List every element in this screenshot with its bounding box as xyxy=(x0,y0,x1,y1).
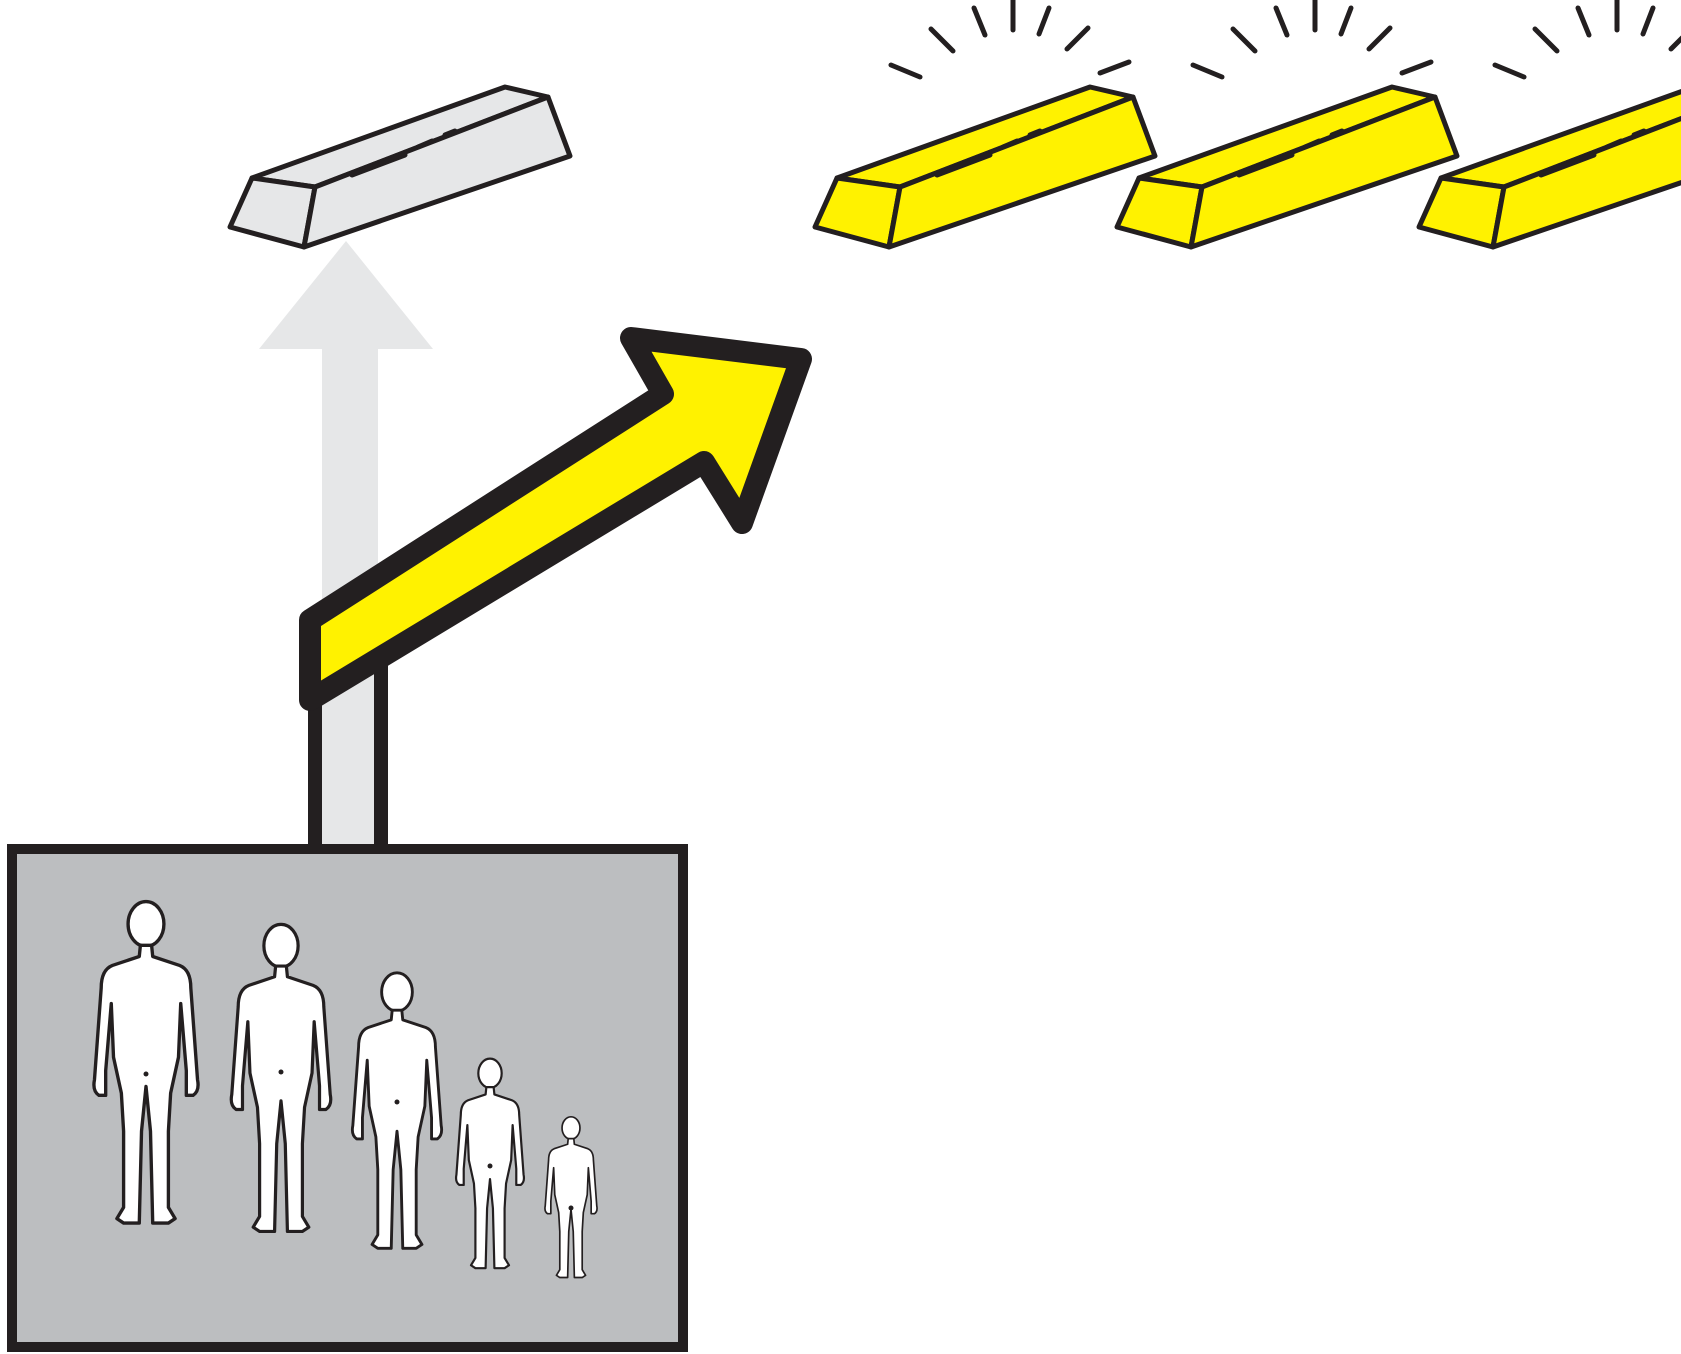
gray-bar xyxy=(230,87,570,247)
gold-bar-2 xyxy=(1117,0,1457,247)
yellow-growth-arrow xyxy=(310,338,801,700)
sparkle-icon xyxy=(1495,0,1681,77)
gold-bar-1 xyxy=(815,0,1155,247)
sparkle-icon xyxy=(891,0,1129,77)
sparkle-icon xyxy=(1193,0,1431,77)
gold-bar-3 xyxy=(1419,0,1681,247)
